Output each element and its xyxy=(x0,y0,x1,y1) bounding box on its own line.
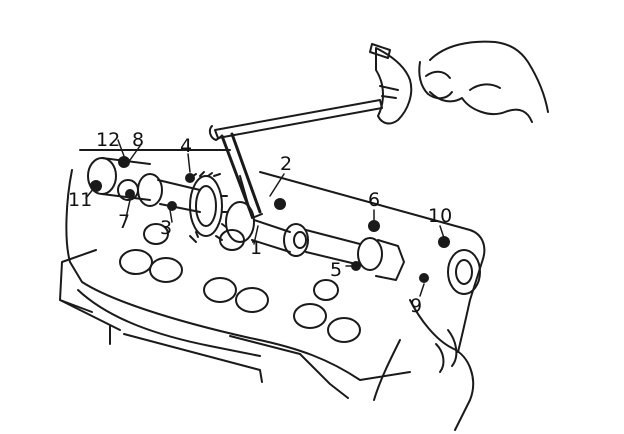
callout-5: 5 xyxy=(330,259,342,281)
cylinder-head-body xyxy=(59,149,486,431)
callout-6: 6 xyxy=(368,189,380,211)
hand-illustration xyxy=(418,40,549,123)
callout-12: 12 xyxy=(96,129,120,151)
callout-4: 4 xyxy=(180,135,192,157)
callout-3: 3 xyxy=(160,217,172,239)
callout-labels: 12 8 4 2 11 7 3 1 6 10 5 9 xyxy=(68,129,452,317)
callout-leader-lines xyxy=(85,139,445,297)
callout-11: 11 xyxy=(68,189,92,211)
callout-2: 2 xyxy=(280,153,292,175)
callout-7: 7 xyxy=(118,211,130,233)
torque-wrench xyxy=(208,43,413,219)
valve-lifters xyxy=(119,223,361,343)
callout-9: 9 xyxy=(410,295,422,317)
callout-1: 1 xyxy=(250,237,262,259)
callout-10: 10 xyxy=(428,205,452,227)
camshaft-end-seal xyxy=(447,249,481,295)
callout-8: 8 xyxy=(132,129,144,151)
